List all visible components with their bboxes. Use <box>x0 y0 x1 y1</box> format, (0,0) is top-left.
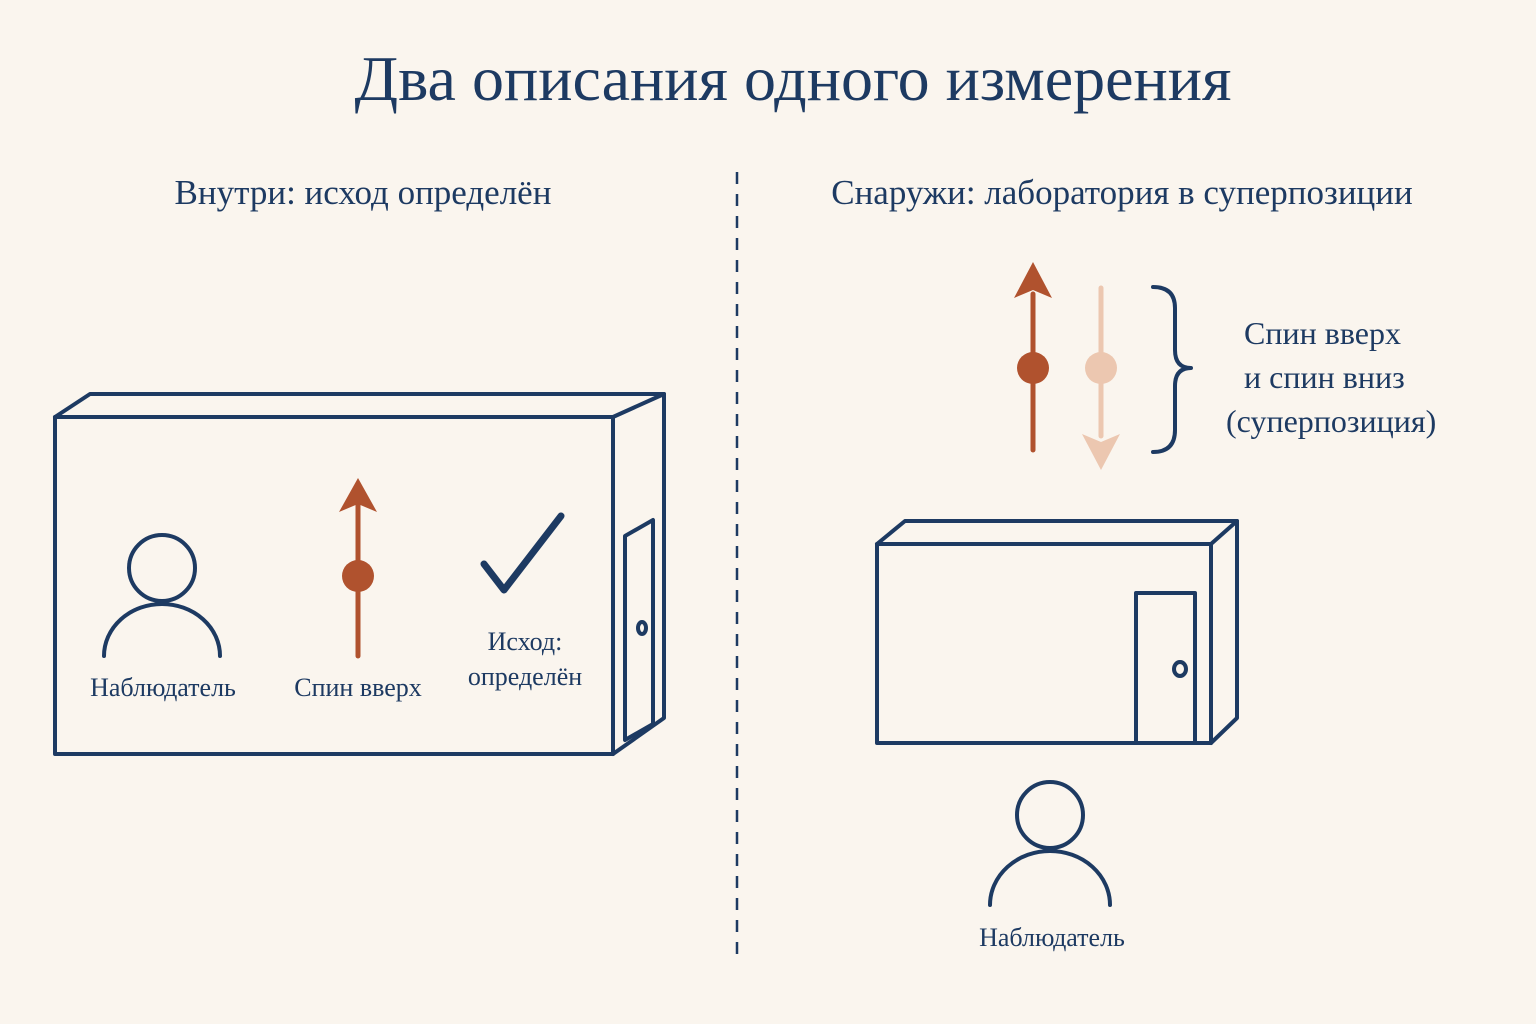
outcome-label-line2: определён <box>468 662 582 691</box>
superposition-line3: (суперпозиция) <box>1226 403 1436 439</box>
checkmark-icon <box>480 512 565 594</box>
left-panel: Внутри: исход определён Наблюдатель Спин… <box>53 173 666 756</box>
spin-down-arrow-icon <box>1082 285 1120 470</box>
observer-label-inside: Наблюдатель <box>90 673 236 702</box>
observer-label-outside: Наблюдатель <box>979 923 1125 952</box>
diagram-title: Два описания одного измерения <box>355 43 1232 114</box>
door-knob-icon <box>1172 660 1188 678</box>
observer-icon <box>988 780 1112 907</box>
door-icon <box>623 518 655 742</box>
left-panel-heading: Внутри: исход определён <box>175 173 552 212</box>
lab-box-side <box>1209 519 1239 745</box>
right-panel-heading: Снаружи: лаборатория в суперпозиции <box>831 173 1413 212</box>
spin-up-label: Спин вверх <box>294 673 422 702</box>
lab-box-top <box>875 519 1239 546</box>
spin-up-arrow-icon <box>1014 262 1052 453</box>
lab-box-inside <box>53 392 666 756</box>
right-panel: Снаружи: лаборатория в суперпозиции Спин… <box>831 173 1436 952</box>
superposition-line1: Спин вверх <box>1244 315 1401 351</box>
lab-box-front <box>53 415 615 756</box>
lab-box-side <box>611 392 666 756</box>
door-icon <box>1134 591 1197 745</box>
spin-up-arrow-icon <box>339 478 377 659</box>
observer-icon <box>102 533 222 658</box>
lab-box-outside <box>875 519 1239 745</box>
lab-box-front <box>875 542 1213 745</box>
superposition-line2: и спин вниз <box>1244 359 1405 395</box>
door-knob-icon <box>636 620 648 636</box>
outcome-label-line1: Исход: <box>488 627 563 656</box>
curly-brace-icon <box>1151 285 1193 454</box>
lab-box-top <box>53 392 666 419</box>
